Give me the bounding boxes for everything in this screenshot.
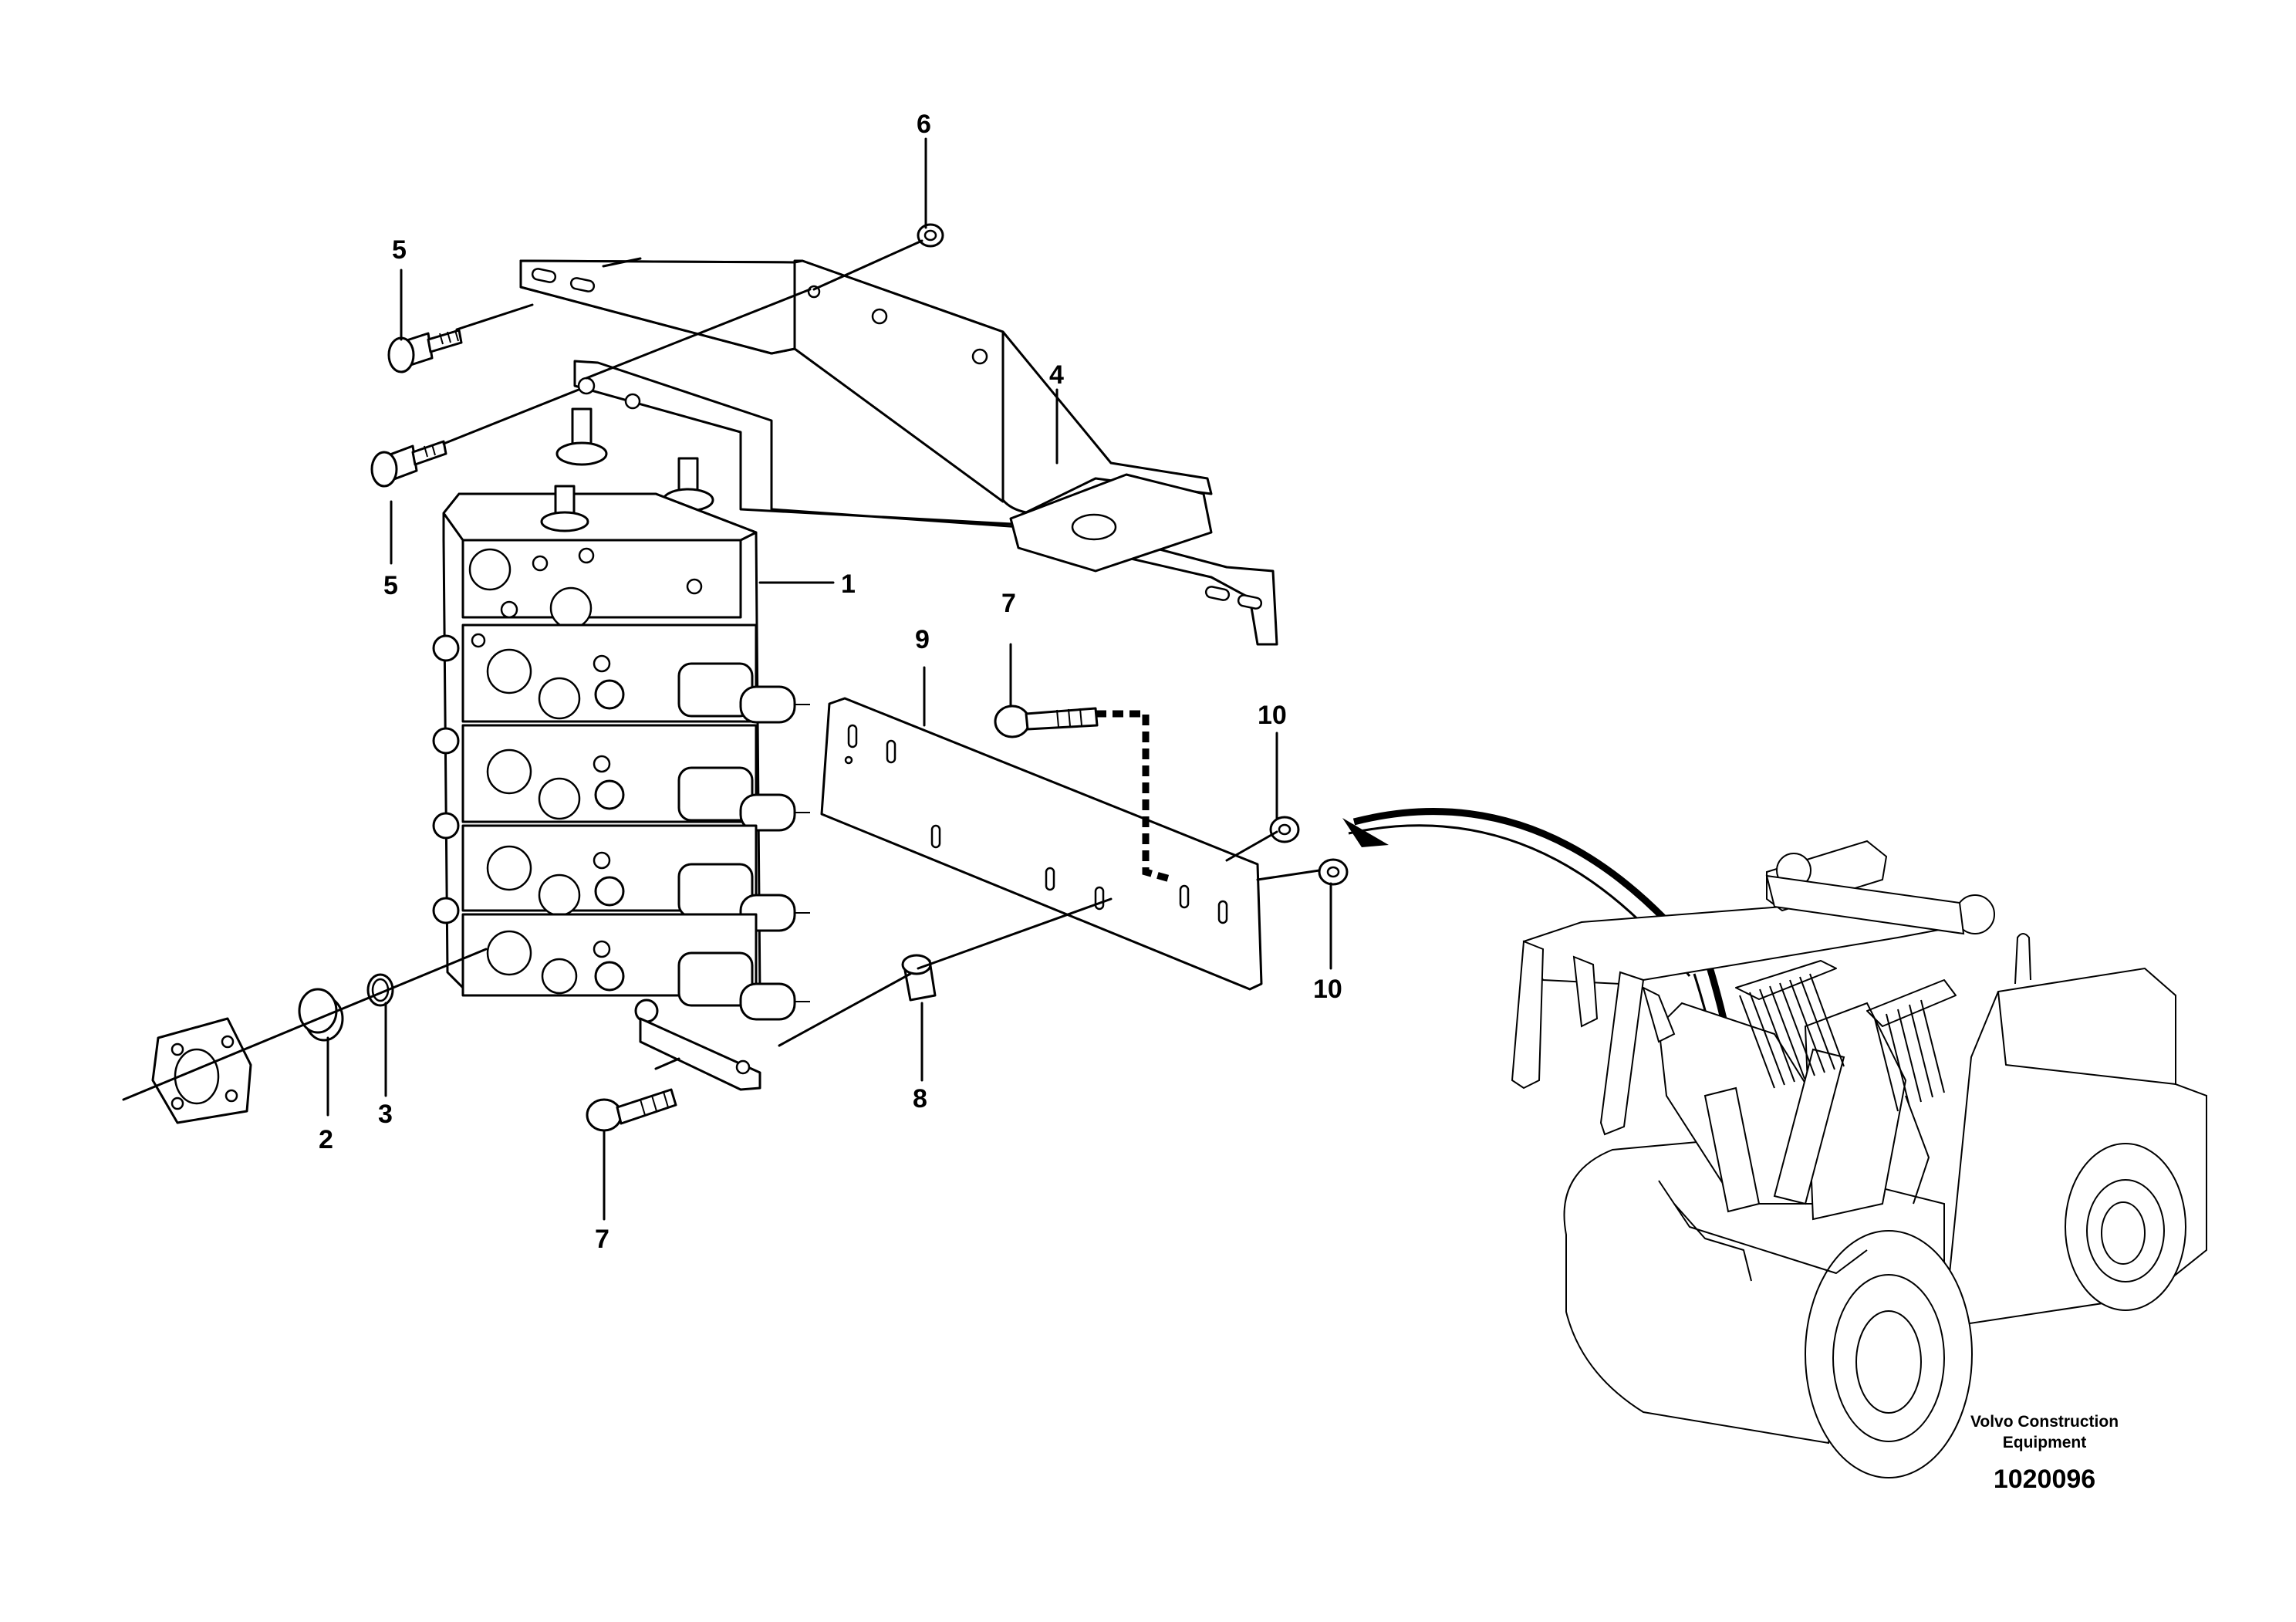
screw-7-lower <box>586 1088 677 1132</box>
bracket-stud <box>555 407 714 512</box>
callout-4: 4 <box>1049 360 1064 390</box>
valve-section-4 <box>432 897 810 1023</box>
callout-5-lower: 5 <box>383 571 398 600</box>
nut-10-upper <box>1269 816 1300 843</box>
screw-5-upper <box>387 329 463 373</box>
callout-5-upper: 5 <box>392 235 407 265</box>
grate <box>1735 960 1957 1112</box>
callout-8: 8 <box>913 1084 927 1113</box>
screw-5-lower <box>370 440 447 488</box>
nut-6 <box>917 223 944 248</box>
brand-line-1: Volvo Construction <box>1970 1413 2119 1431</box>
flange-2 <box>151 1017 252 1124</box>
callout-1: 1 <box>841 569 856 599</box>
plug-2 <box>298 988 344 1042</box>
spacer-8 <box>901 954 937 1002</box>
callout-7-upper: 7 <box>1001 589 1016 618</box>
footer: Volvo Construction Equipment 1020096 <box>1970 1413 2119 1494</box>
callout-3: 3 <box>378 1100 393 1129</box>
machine-overview <box>1511 840 2207 1478</box>
callout-6: 6 <box>917 110 931 139</box>
mounting-bracket <box>519 259 1278 646</box>
valve-section-1 <box>432 623 810 724</box>
callout-2: 2 <box>319 1125 333 1154</box>
callout-10-upper: 10 <box>1258 701 1287 730</box>
control-valve-block <box>432 485 810 1091</box>
valve-section-2 <box>432 724 810 832</box>
callout-9: 9 <box>915 625 930 654</box>
support-plate <box>820 697 1263 991</box>
screw-7-upper <box>994 705 1099 738</box>
drawing-number: 1020096 <box>1994 1465 2095 1494</box>
callout-10-lower: 10 <box>1313 975 1342 1004</box>
callout-7-lower: 7 <box>595 1225 609 1254</box>
nut-10-lower <box>1318 858 1349 886</box>
callout-labels: 1 2 3 4 5 5 6 7 7 8 9 10 10 <box>319 110 1342 1254</box>
brand-line-2: Equipment <box>2003 1434 2087 1451</box>
assembly-lines <box>122 137 1332 1221</box>
